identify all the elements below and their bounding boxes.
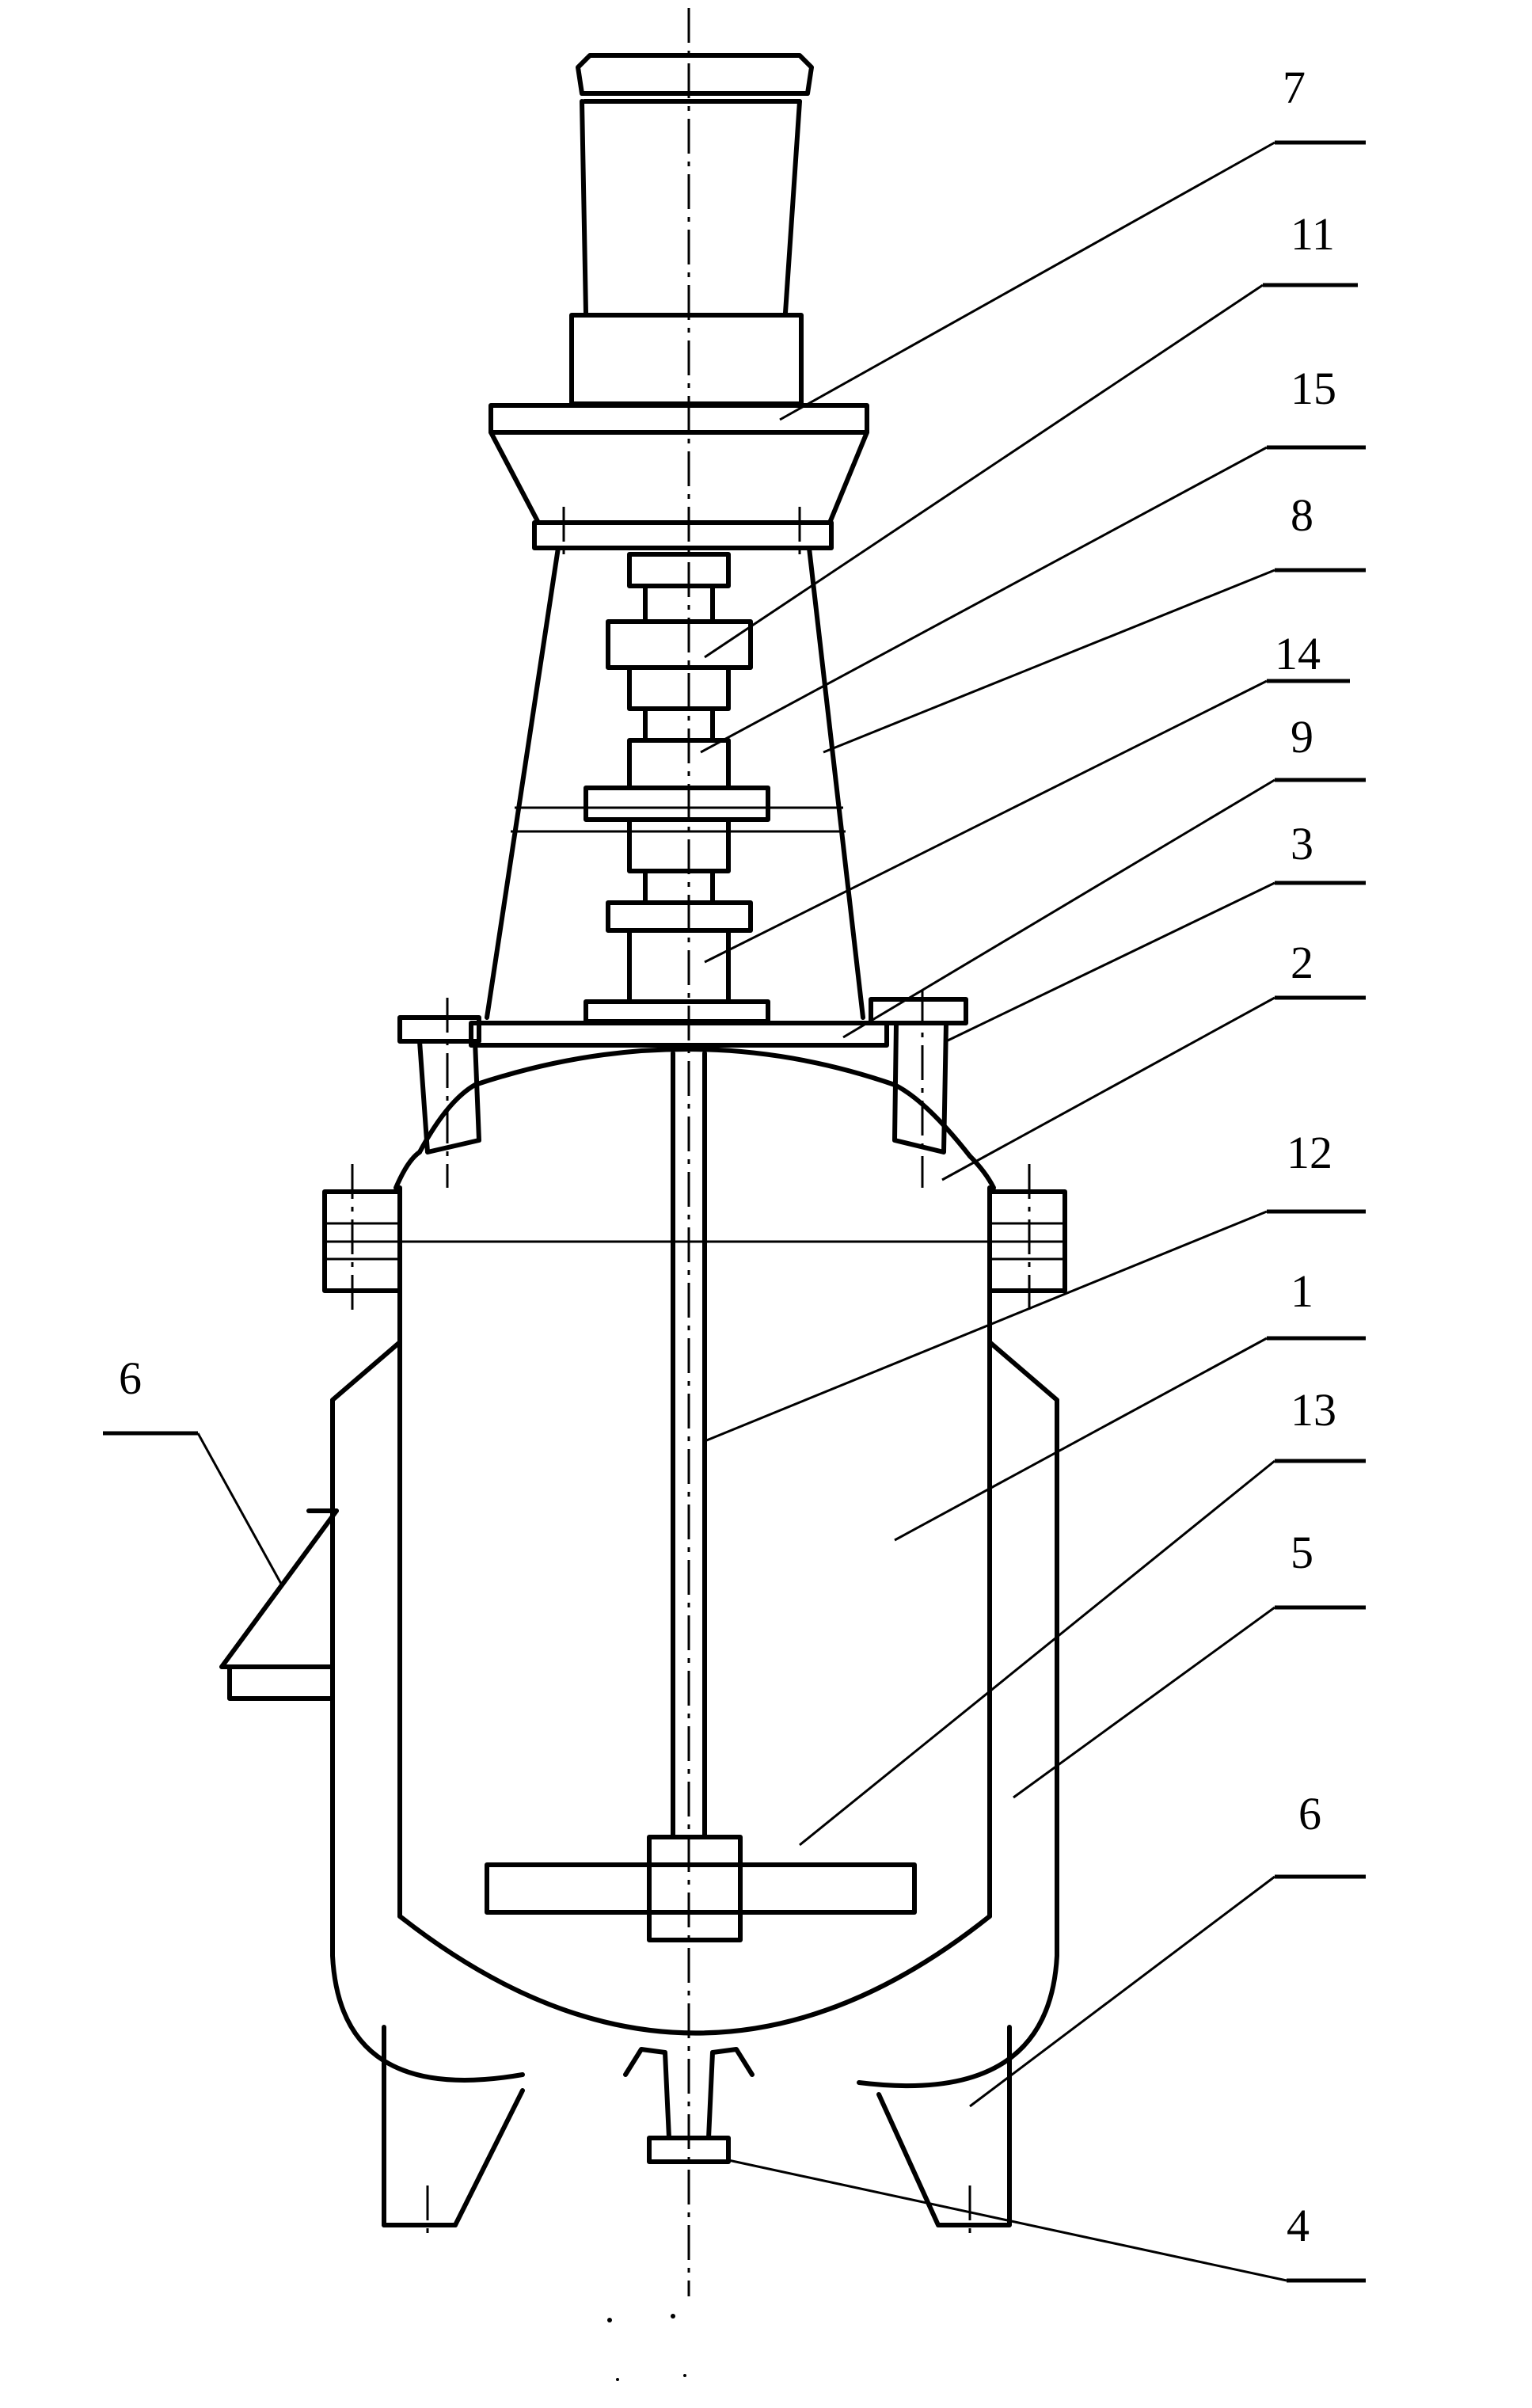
support-legs	[382, 2025, 1012, 2241]
label-15: 15	[1291, 363, 1336, 414]
label-8: 8	[1291, 489, 1313, 541]
label-6-left: 6	[119, 1352, 142, 1404]
label-14: 14	[1275, 628, 1321, 679]
label-5: 5	[1291, 1527, 1313, 1578]
mounting-plate	[397, 997, 968, 1048]
label-3: 3	[1291, 818, 1313, 869]
motor-flange	[488, 403, 869, 554]
body-flange	[322, 1164, 1067, 1314]
support-lug-left	[219, 1508, 339, 1701]
support-frame	[485, 546, 865, 1020]
label-6-right: 6	[1298, 1788, 1321, 1839]
label-11: 11	[1291, 208, 1335, 260]
label-13: 13	[1291, 1384, 1336, 1436]
coupling-assembly	[584, 552, 770, 1024]
agitator-shaft	[671, 1051, 707, 1839]
label-2: 2	[1291, 937, 1313, 988]
label-1: 1	[1291, 1265, 1313, 1317]
leaders	[103, 140, 1366, 2283]
label-9: 9	[1291, 711, 1313, 763]
heating-jacket	[330, 1340, 1059, 2089]
label-12: 12	[1287, 1127, 1332, 1178]
scan-specks	[607, 2314, 686, 2381]
label-7: 7	[1283, 62, 1306, 113]
bottom-outlet	[623, 2047, 755, 2164]
vessel-body	[393, 1047, 996, 2036]
impeller	[485, 1835, 917, 1942]
head-nozzles	[417, 990, 948, 1188]
label-4: 4	[1287, 2200, 1310, 2251]
drive-motor	[569, 53, 814, 406]
